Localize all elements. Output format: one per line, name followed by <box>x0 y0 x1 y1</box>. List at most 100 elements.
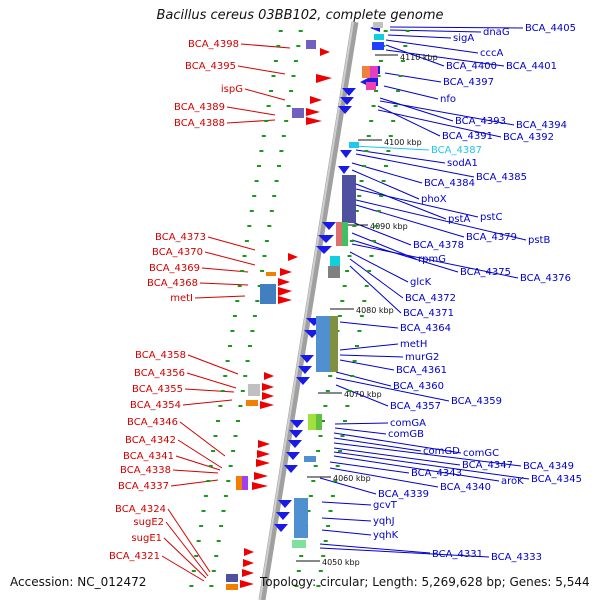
track-dot <box>405 30 410 32</box>
track-dot <box>273 60 278 62</box>
gene-block <box>330 256 340 266</box>
track-dot <box>276 45 281 47</box>
gene-block <box>349 142 359 148</box>
right-label: murG2 <box>405 352 439 363</box>
left-label: BCA_4346 <box>127 417 178 428</box>
right-label: rpmG <box>418 254 446 265</box>
topology-text: Topology: circular; Length: 5,269,628 bp… <box>260 575 590 589</box>
gene-block <box>373 22 383 28</box>
track-dot <box>261 135 266 137</box>
track-dot <box>362 300 367 302</box>
right-label: BCA_4393 <box>455 116 506 127</box>
track-dot <box>343 420 347 422</box>
track-dot <box>326 525 331 527</box>
gene-arrow <box>288 253 298 261</box>
track-dot <box>403 45 408 47</box>
track-dot <box>264 240 269 242</box>
left-label: BCA_4342 <box>125 435 176 446</box>
gene-block <box>246 400 258 406</box>
track-dot <box>291 75 296 77</box>
track-dot <box>296 570 301 572</box>
gene-arrow <box>244 548 254 556</box>
track-dot <box>374 225 379 227</box>
track-dot <box>400 60 405 62</box>
track-dot <box>298 30 303 32</box>
track-dot <box>286 105 291 107</box>
track-dot <box>318 570 323 572</box>
track-dot <box>340 435 345 437</box>
left-label: sugE1 <box>131 533 162 544</box>
gene-block <box>330 316 338 372</box>
track-dot <box>218 405 223 407</box>
track-dot <box>194 555 199 557</box>
gene-block <box>260 284 276 304</box>
gene-block <box>304 456 316 462</box>
track-dot <box>213 435 218 437</box>
gene-arrow <box>254 472 268 480</box>
track-dot <box>388 135 393 137</box>
right-label: BCA_4379 <box>466 232 517 243</box>
feature-blocks <box>226 22 384 590</box>
gene-block <box>308 414 316 430</box>
track-dot <box>274 180 279 182</box>
gene-block <box>266 272 276 276</box>
gene-arrow <box>318 235 334 243</box>
gene-arrow <box>278 278 290 286</box>
track-dot <box>347 255 352 257</box>
kbp-label: 4100 kbp <box>384 138 422 147</box>
track-dot <box>355 345 359 347</box>
gene-arrow <box>338 166 350 174</box>
right-label: BCA_4331 <box>432 549 483 560</box>
right-label: BCA_4375 <box>460 267 511 278</box>
track-dot <box>196 540 201 542</box>
accession-text: Accession: NC_012472 <box>10 575 147 589</box>
genome-backbone <box>258 21 359 600</box>
gene-arrow <box>316 246 332 254</box>
right-label: BCA_4333 <box>491 552 542 563</box>
track-dot <box>345 270 350 272</box>
track-dot <box>266 105 271 107</box>
left-label: BCA_4324 <box>115 504 166 515</box>
track-dot <box>267 225 272 227</box>
track-dot <box>328 510 333 512</box>
right-label: BCA_4347 <box>462 460 513 471</box>
right-label: cccA <box>480 48 503 59</box>
track-dot <box>249 210 254 212</box>
right-label: BCA_4360 <box>393 381 444 392</box>
genome-title: Bacillus cereus 03BB102, complete genome <box>156 8 444 23</box>
track-dot <box>296 45 301 47</box>
track-dot <box>191 570 196 572</box>
track-dot <box>330 495 335 497</box>
gene-arrow <box>278 296 292 304</box>
gene-block <box>366 82 376 90</box>
right-label: BCA_4397 <box>443 77 494 88</box>
left-label: BCA_4355 <box>132 384 183 395</box>
track-dot <box>396 90 401 92</box>
track-dot <box>279 150 284 152</box>
left-label: BCA_4389 <box>174 102 225 113</box>
kbp-label: 4110 kbp <box>400 53 438 62</box>
track-dot <box>248 345 252 347</box>
track-dot <box>214 555 219 557</box>
track-dot <box>316 585 321 587</box>
gene-block <box>316 316 330 372</box>
track-dot <box>219 525 224 527</box>
track-dot <box>333 480 338 482</box>
kbp-label: 4080 kbp <box>356 306 394 315</box>
track-dot <box>337 315 342 317</box>
track-dot <box>269 210 274 212</box>
right-label: yqhK <box>373 530 399 541</box>
left-label: metI <box>170 293 193 304</box>
track-dot <box>308 495 313 497</box>
track-dot <box>203 495 208 497</box>
gene-arrow <box>316 74 332 83</box>
track-dot <box>369 120 374 122</box>
track-dot <box>228 465 233 467</box>
left-label: BCA_4341 <box>123 451 174 462</box>
track-dot <box>189 585 194 587</box>
gene-arrow <box>258 440 270 448</box>
gene-arrow <box>284 465 298 473</box>
track-dot <box>323 405 328 407</box>
track-dot <box>223 375 228 377</box>
